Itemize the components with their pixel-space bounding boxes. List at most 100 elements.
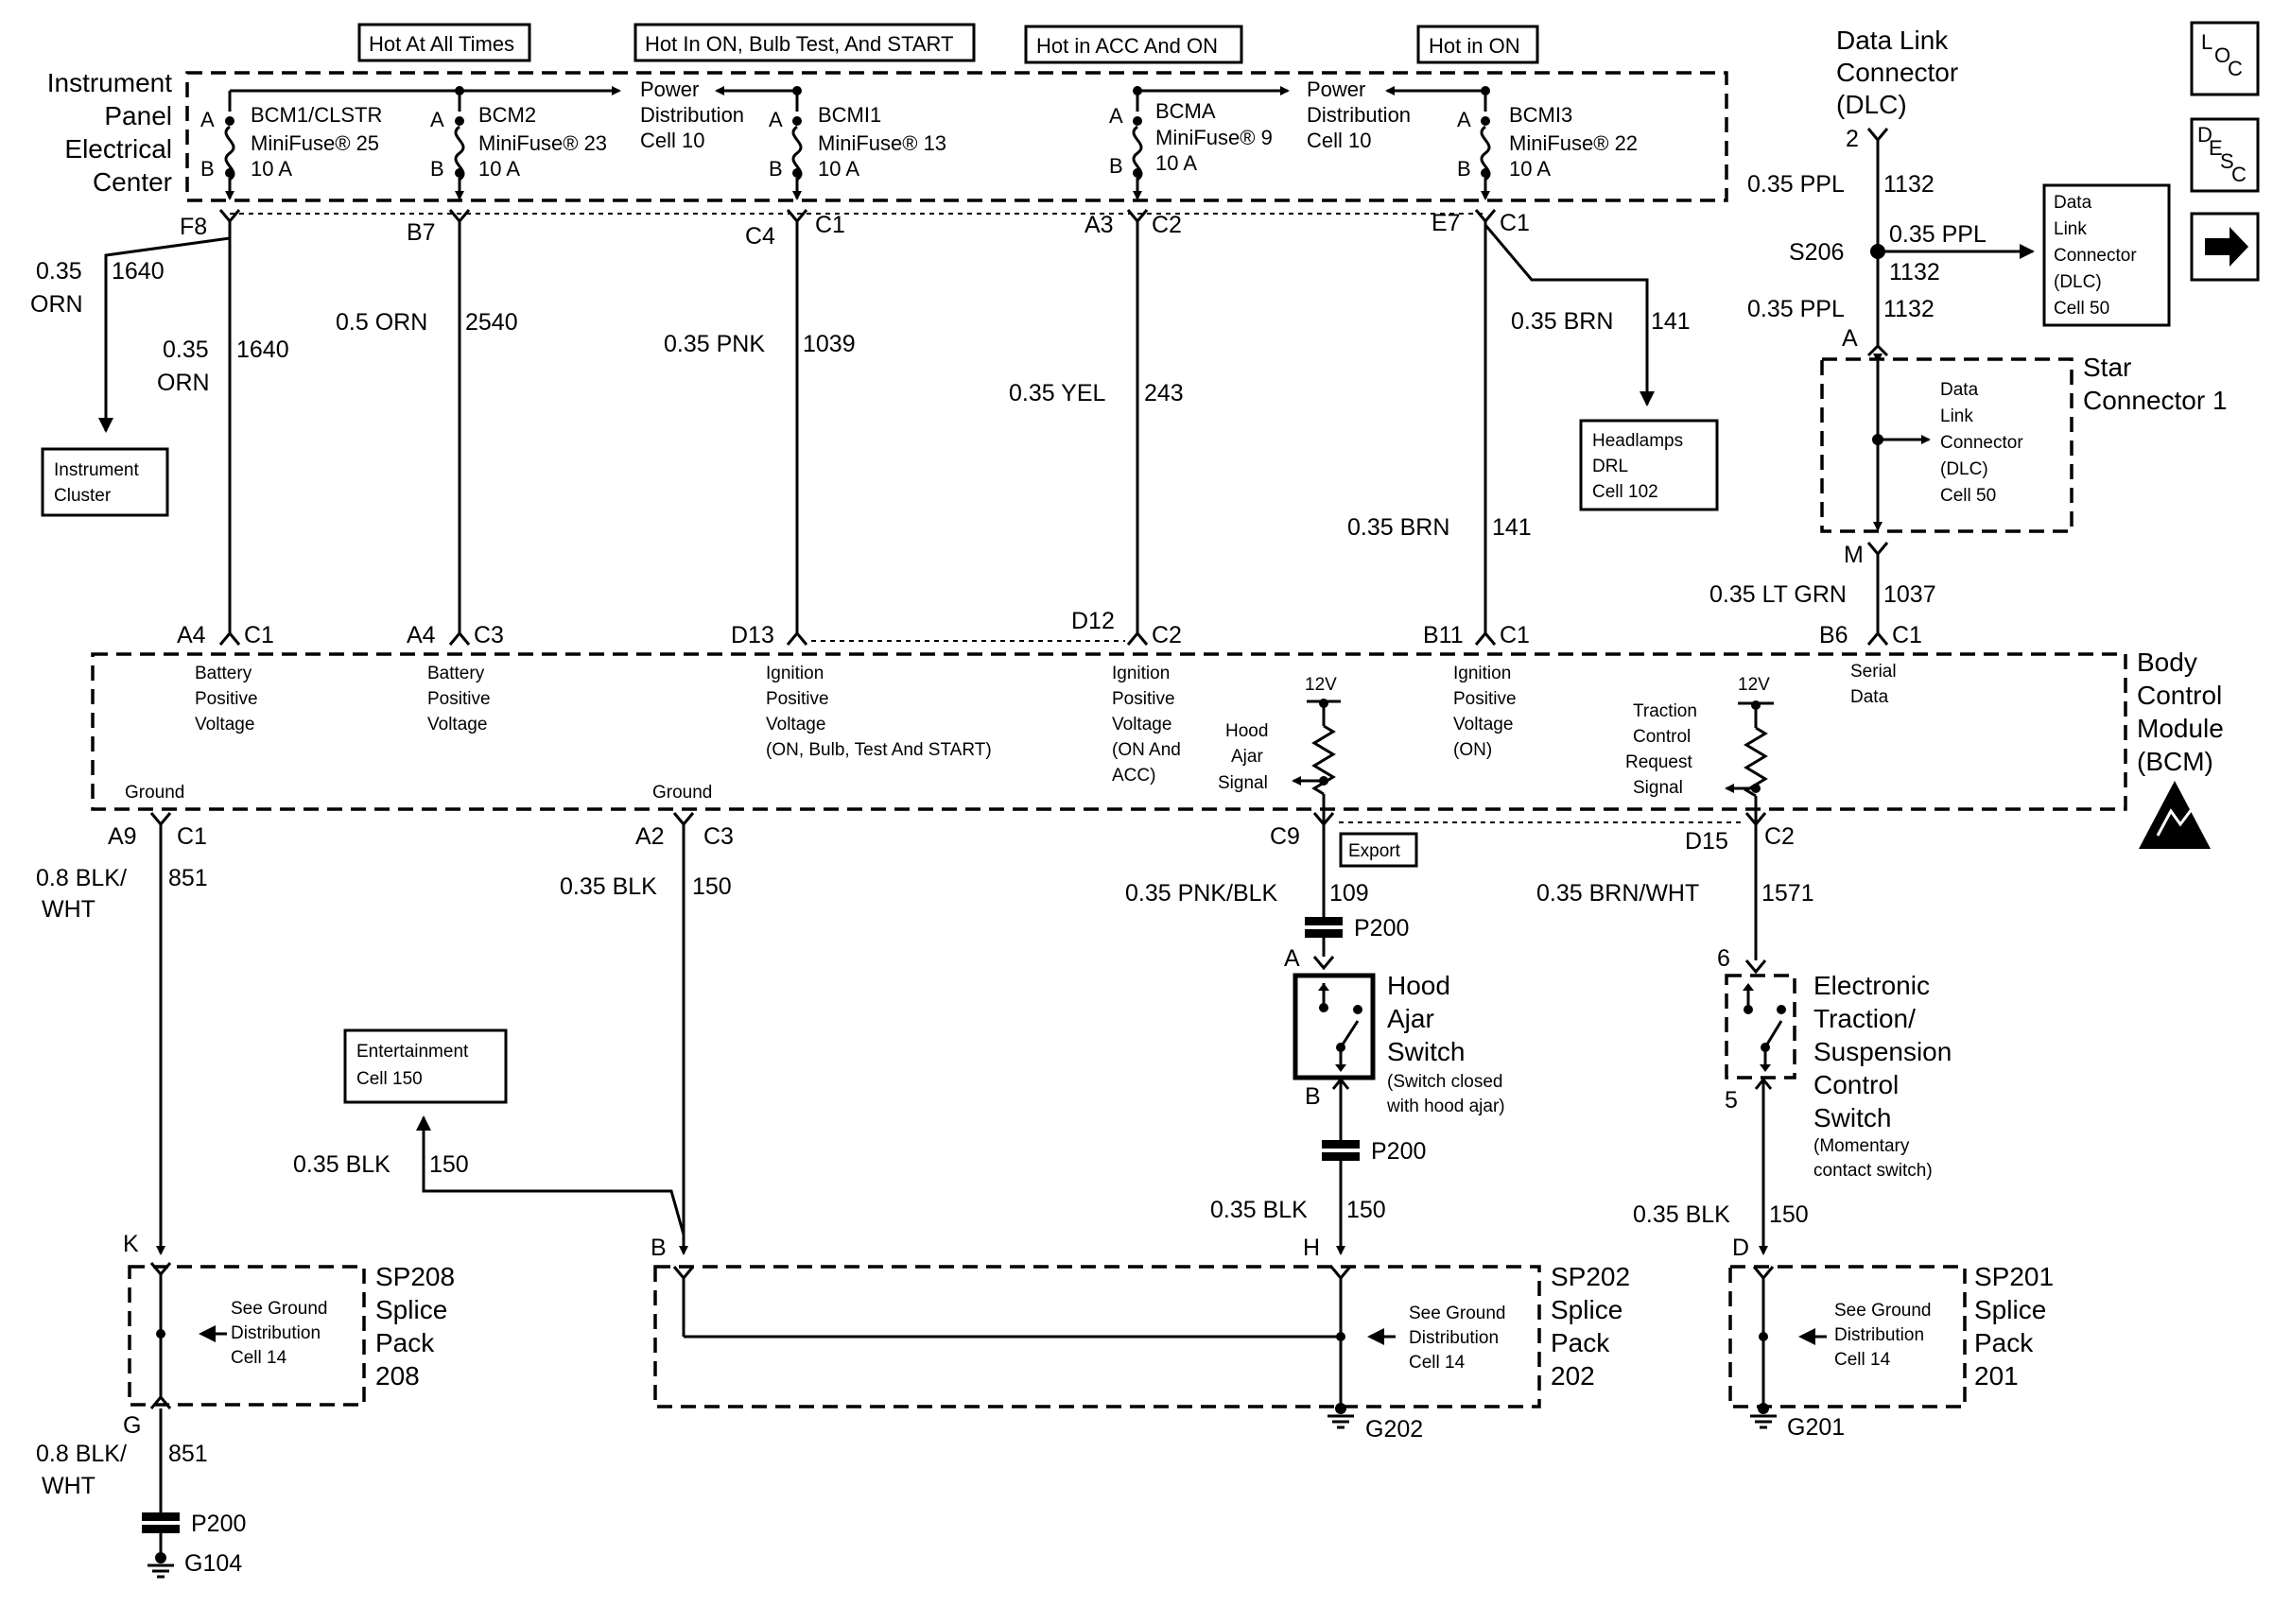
next-arrow-icon[interactable] <box>2190 212 2260 282</box>
svg-text:Control: Control <box>1633 727 1691 747</box>
svg-text:P200: P200 <box>1371 1138 1426 1165</box>
svg-text:MiniFuse® 23: MiniFuse® 23 <box>478 131 607 155</box>
svg-text:Hot in ON: Hot in ON <box>1429 34 1520 58</box>
svg-text:Hood: Hood <box>1225 721 1268 741</box>
svg-text:0.8 BLK/: 0.8 BLK/ <box>36 865 127 891</box>
svg-text:S206: S206 <box>1789 239 1844 266</box>
svg-text:Voltage: Voltage <box>1112 715 1171 734</box>
svg-text:0.35: 0.35 <box>163 337 209 363</box>
svg-text:Hood: Hood <box>1387 971 1450 1000</box>
svg-text:Voltage: Voltage <box>427 715 487 734</box>
svg-text:202: 202 <box>1551 1361 1595 1391</box>
svg-text:Cell 14: Cell 14 <box>1834 1350 1891 1370</box>
svg-text:K: K <box>123 1231 139 1257</box>
bcm-bottom-connectors: A9 C1 A2 C3 C9 D15 C2 <box>108 812 1795 855</box>
svg-text:Suspension: Suspension <box>1813 1037 1952 1066</box>
svg-text:A: A <box>1842 325 1858 352</box>
svg-text:2: 2 <box>1846 126 1859 152</box>
svg-text:0.35 BLK: 0.35 BLK <box>1633 1201 1730 1228</box>
svg-text:Connector: Connector <box>1940 433 2023 453</box>
hot-label-acc-on: Hot in ACC And ON <box>1024 25 1243 64</box>
svg-text:201: 201 <box>1974 1361 2019 1391</box>
svg-text:0.5 ORN: 0.5 ORN <box>336 309 427 336</box>
loc-icon[interactable]: L O C <box>2190 21 2260 96</box>
svg-text:G201: G201 <box>1787 1414 1845 1441</box>
svg-text:1039: 1039 <box>803 331 856 357</box>
svg-text:(DLC): (DLC) <box>2054 272 2102 292</box>
svg-text:(Momentary: (Momentary <box>1813 1136 1910 1156</box>
svg-text:(DLC): (DLC) <box>1940 459 1988 479</box>
svg-text:0.35 BRN/WHT: 0.35 BRN/WHT <box>1536 880 1699 907</box>
svg-text:1571: 1571 <box>1761 880 1814 907</box>
svg-text:Positive: Positive <box>766 689 829 709</box>
svg-text:C: C <box>2228 57 2243 80</box>
svg-text:Body: Body <box>2137 648 2197 677</box>
hot-label-on-bulb-start: Hot In ON, Bulb Test, And START <box>633 23 976 62</box>
svg-text:Hot In ON, Bulb Test, And STAR: Hot In ON, Bulb Test, And START <box>645 32 953 56</box>
svg-text:0.35 BLK: 0.35 BLK <box>560 873 657 900</box>
bcm-pin-labels: Battery Positive Voltage Battery Positiv… <box>195 662 1897 786</box>
svg-text:B: B <box>1305 1083 1321 1110</box>
svg-text:Ignition: Ignition <box>1453 664 1511 683</box>
svg-text:A: A <box>769 108 783 131</box>
hot-label-on: Hot in ON <box>1416 25 1539 64</box>
svg-text:MiniFuse® 9: MiniFuse® 9 <box>1155 126 1273 149</box>
svg-text:M: M <box>1844 542 1864 568</box>
svg-text:1132: 1132 <box>1889 259 1940 285</box>
svg-text:150: 150 <box>692 873 732 900</box>
svg-text:Positive: Positive <box>1453 689 1517 709</box>
svg-text:C1: C1 <box>177 823 207 850</box>
svg-text:Switch: Switch <box>1813 1103 1891 1132</box>
svg-text:0.35 YEL: 0.35 YEL <box>1009 380 1106 406</box>
wire-150-d: 0.35 BLK 150 <box>1633 1080 1809 1255</box>
wire-1132: 2 0.35 PPL 1132 S206 0.35 PPL 1132 0.35 … <box>1747 126 2035 346</box>
svg-text:C3: C3 <box>474 622 504 648</box>
svg-text:B11: B11 <box>1423 622 1464 648</box>
wire-1037: 0.35 LT GRN 1037 <box>1709 554 1936 633</box>
svg-text:Distribution: Distribution <box>231 1323 321 1343</box>
export-tag: Export <box>1339 832 1418 868</box>
svg-text:1132: 1132 <box>1883 171 1935 198</box>
svg-text:Serial: Serial <box>1850 662 1897 682</box>
svg-text:Distribution: Distribution <box>1834 1325 1924 1345</box>
svg-text:A9: A9 <box>108 823 137 850</box>
svg-text:6: 6 <box>1717 945 1730 972</box>
svg-text:Splice: Splice <box>1974 1295 2046 1324</box>
svg-text:10 A: 10 A <box>478 157 520 181</box>
svg-text:Control: Control <box>1813 1070 1899 1099</box>
svg-text:SP202: SP202 <box>1551 1262 1630 1291</box>
svg-text:L: L <box>2201 30 2212 54</box>
svg-text:Export: Export <box>1348 841 1401 861</box>
svg-text:Hot At All Times: Hot At All Times <box>369 32 514 56</box>
svg-text:150: 150 <box>1769 1201 1809 1228</box>
desc-icon[interactable]: D E S C <box>2190 117 2260 193</box>
svg-text:Positive: Positive <box>427 689 491 709</box>
svg-text:C: C <box>2231 163 2247 186</box>
pdc-ref-right-3: Cell 10 <box>1307 129 1371 152</box>
svg-text:O: O <box>2214 43 2230 67</box>
svg-text:Pack: Pack <box>1974 1328 2034 1357</box>
wire-1039: 0.35 PNK 1039 <box>664 221 856 633</box>
svg-text:C1: C1 <box>1500 622 1530 648</box>
pdc-ref-left-3: Cell 10 <box>640 129 704 152</box>
svg-text:B: B <box>1109 154 1123 178</box>
svg-text:A4: A4 <box>407 622 436 648</box>
svg-text:B7: B7 <box>407 219 436 246</box>
svg-text:Signal: Signal <box>1218 773 1268 793</box>
svg-text:C4: C4 <box>745 223 775 250</box>
svg-text:12V: 12V <box>1738 675 1770 695</box>
svg-text:SP201: SP201 <box>1974 1262 2054 1291</box>
svg-text:Battery: Battery <box>427 664 485 683</box>
svg-text:MiniFuse® 22: MiniFuse® 22 <box>1509 131 1638 155</box>
svg-text:Cell 150: Cell 150 <box>356 1069 423 1089</box>
bcm-title: Body Control Module (BCM) <box>2137 648 2224 776</box>
svg-text:Module: Module <box>2137 714 2224 743</box>
svg-text:Data: Data <box>1850 687 1889 707</box>
svg-text:B6: B6 <box>1819 622 1848 648</box>
svg-text:Instrument: Instrument <box>47 68 172 97</box>
entertainment-ref: Entertainment Cell 150 <box>343 1028 508 1104</box>
svg-text:A: A <box>1109 104 1123 128</box>
svg-text:Connector 1: Connector 1 <box>2083 386 2228 415</box>
svg-text:141: 141 <box>1651 308 1691 335</box>
